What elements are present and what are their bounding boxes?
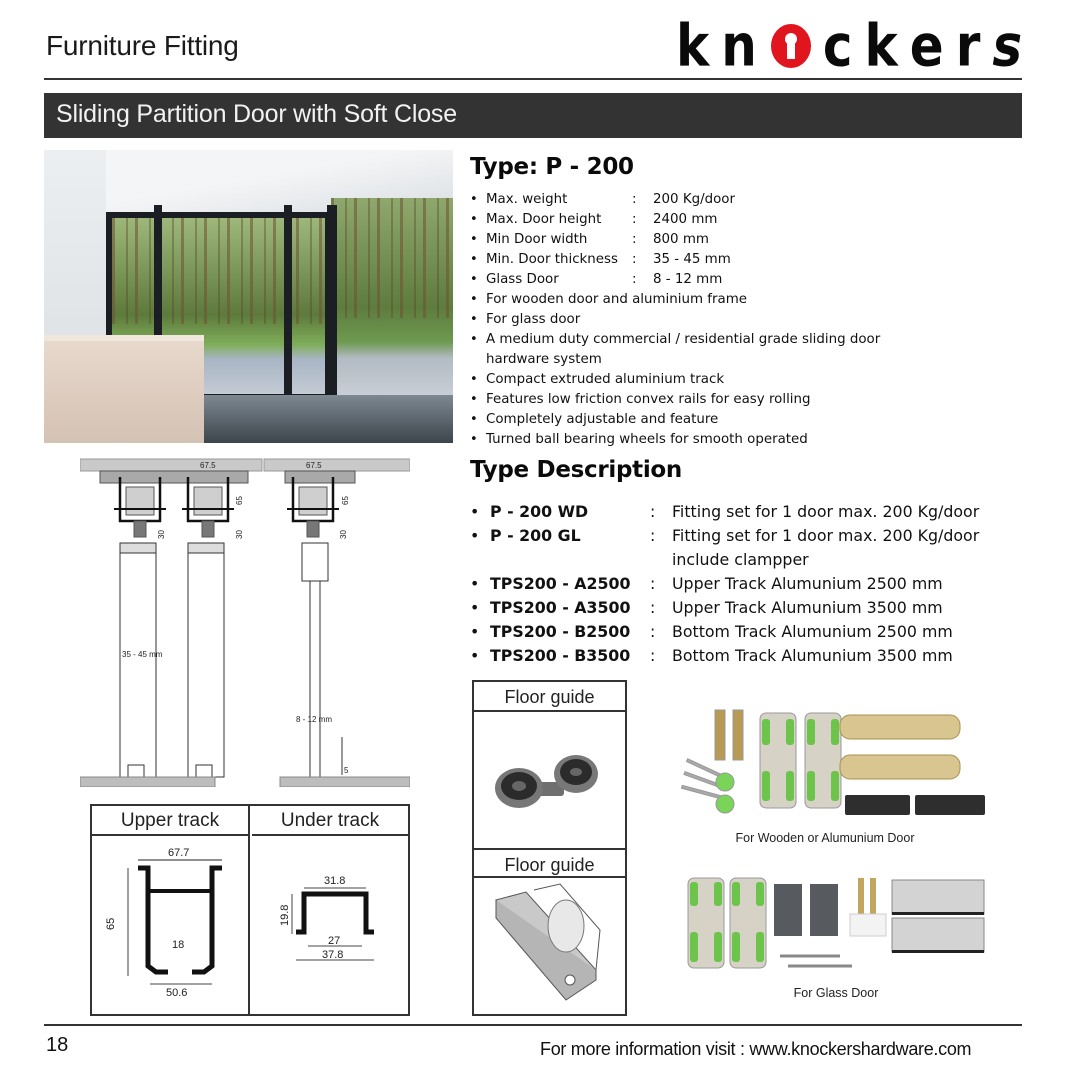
upper-track-profile: 67.7 65 18 50.6: [105, 847, 222, 999]
description-row: •TPS200 - B2500:Bottom Track Alumunium 2…: [470, 622, 953, 641]
description-row: •TPS200 - B3500:Bottom Track Alumunium 3…: [470, 646, 953, 665]
logo-letter: r: [955, 12, 983, 80]
photo-open-view: [331, 198, 453, 398]
logo-letter: k: [864, 12, 900, 80]
spec-row: •Min Door width:800 mm: [470, 232, 709, 247]
feature-item: •Features low friction convex rails for …: [470, 392, 811, 407]
brand-logo: k n c k e r s: [676, 12, 1025, 80]
svg-text:18: 18: [172, 939, 184, 951]
upper-track-label: Upper track: [92, 806, 248, 836]
svg-text:37.8: 37.8: [322, 949, 343, 961]
svg-text:65: 65: [235, 496, 244, 505]
glass-door-kit-image: [680, 870, 1000, 980]
section-title: Furniture Fitting: [46, 30, 239, 61]
feature-item: •For glass door: [470, 312, 581, 327]
wooden-door-kit-caption: For Wooden or Alumunium Door: [735, 831, 915, 845]
floor-guide-label: Floor guide: [474, 848, 625, 878]
spec-row: •Min. Door thickness:35 - 45 mm: [470, 252, 731, 267]
svg-text:27: 27: [328, 935, 340, 947]
keyhole-icon: [770, 24, 811, 68]
svg-text:30: 30: [235, 530, 244, 539]
svg-text:67.7: 67.7: [168, 847, 189, 859]
floor-guide-panel: Floor guide Floor guide: [472, 680, 627, 1016]
glass-door-kit-caption: For Glass Door: [793, 986, 879, 1000]
photo-counter: [44, 335, 204, 443]
track-profile-table: Upper track 67.7 65 18 50.6 Under track …: [90, 804, 410, 1016]
description-row: •TPS200 - A3500:Upper Track Alumunium 35…: [470, 598, 943, 617]
footer-divider: [44, 1024, 1022, 1026]
logo-letter: s: [992, 12, 1025, 80]
description-row: •TPS200 - A2500:Upper Track Alumunium 25…: [470, 574, 943, 593]
under-track-profile: 31.8 19.8 27 37.8: [279, 875, 374, 961]
photo-frame: [327, 205, 337, 410]
u-channel-guide-image: [495, 883, 601, 1001]
type-description-title: Type Description: [470, 457, 682, 483]
svg-text:67.5: 67.5: [200, 461, 216, 470]
spec-row: •Max. weight:200 Kg/door: [470, 192, 735, 207]
photo-frame: [154, 205, 162, 410]
description-row: •P - 200 GL:Fitting set for 1 door max. …: [470, 526, 980, 569]
svg-text:35 - 45 mm: 35 - 45 mm: [122, 650, 163, 659]
spec-row: •Glass Door:8 - 12 mm: [470, 272, 723, 287]
description-row: •P - 200 WD:Fitting set for 1 door max. …: [470, 502, 980, 521]
feature-item: •A medium duty commercial / residential …: [470, 332, 881, 367]
svg-text:31.8: 31.8: [324, 875, 345, 887]
svg-text:50.6: 50.6: [166, 987, 187, 999]
feature-item: •For wooden door and aluminium frame: [470, 292, 747, 307]
product-banner: Sliding Partition Door with Soft Close: [44, 93, 1022, 138]
twin-roller-guide-image: [495, 755, 598, 808]
header-divider: [44, 78, 1022, 80]
website-link[interactable]: For more information visit : www.knocker…: [540, 1039, 972, 1059]
logo-letter: n: [721, 12, 759, 80]
hero-photo: [44, 150, 453, 443]
wooden-door-kit-image: [675, 705, 995, 830]
svg-text:5: 5: [344, 766, 349, 775]
upper-track-cell: Upper track 67.7 65 18 50.6: [92, 806, 250, 1014]
spec-list: •Max. weight:200 Kg/door •Max. Door heig…: [470, 190, 1030, 450]
logo-letter: c: [822, 12, 855, 80]
photo-frame: [284, 205, 292, 410]
feature-item: •Completely adjustable and feature: [470, 412, 719, 427]
under-track-label: Under track: [252, 806, 408, 836]
type-title: Type: P - 200: [470, 154, 634, 180]
svg-text:30: 30: [339, 530, 348, 539]
svg-text:65: 65: [105, 918, 117, 930]
feature-item: •Compact extruded aluminium track: [470, 372, 725, 387]
under-track-cell: Under track 31.8 19.8 27 37.8: [252, 806, 408, 1014]
photo-floor: [184, 395, 453, 443]
floor-guide-label: Floor guide: [474, 682, 625, 712]
type-description-list: •P - 200 WD:Fitting set for 1 door max. …: [470, 500, 1030, 668]
spec-row: •Max. Door height:2400 mm: [470, 212, 718, 227]
svg-text:19.8: 19.8: [279, 905, 291, 926]
svg-text:67.5: 67.5: [306, 461, 322, 470]
feature-item: •Turned ball bearing wheels for smooth o…: [470, 432, 808, 447]
logo-letter: k: [676, 12, 712, 80]
section-diagram: 67.5 67.5 65 65 30 30 30: [80, 458, 410, 787]
svg-text:65: 65: [341, 496, 350, 505]
svg-text:8 - 12 mm: 8 - 12 mm: [296, 715, 332, 724]
svg-text:30: 30: [157, 530, 166, 539]
logo-letter: e: [909, 12, 946, 80]
page-number: 18: [46, 1034, 69, 1056]
